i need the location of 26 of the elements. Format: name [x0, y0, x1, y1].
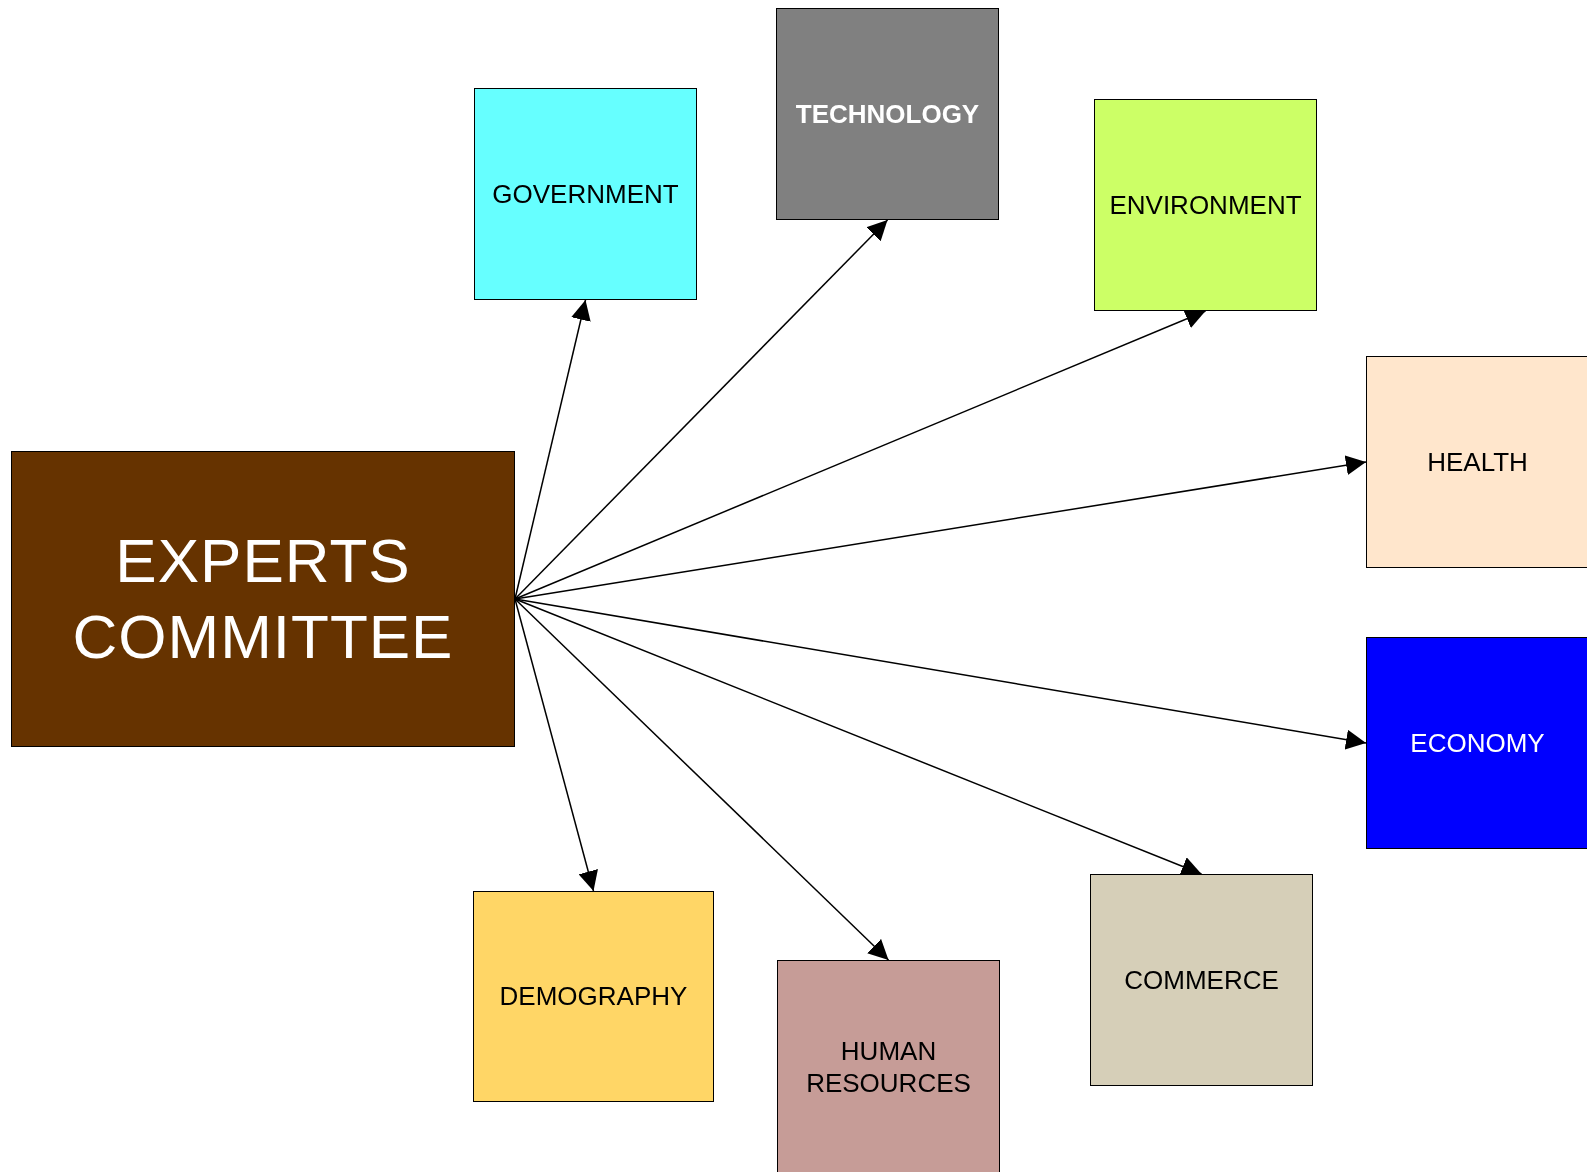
node-label: ENVIRONMENT	[1109, 188, 1302, 222]
committee-box	[11, 451, 515, 747]
node-label: ECONOMY	[1410, 726, 1545, 760]
topic-box	[473, 891, 714, 1102]
arrow	[514, 309, 1207, 600]
topic-box	[1090, 874, 1313, 1086]
node-label: GOVERNMENT	[492, 177, 679, 211]
topic-box	[474, 88, 697, 300]
topic-box	[776, 8, 999, 220]
node-label: HUMAN RESOURCES	[806, 1034, 971, 1100]
node-label: COMMERCE	[1124, 963, 1279, 997]
node-label: HEALTH	[1427, 445, 1528, 479]
node-label: DEMOGRAPHY	[499, 980, 688, 1013]
topic-box	[1366, 356, 1587, 568]
node-label: EXPERTS COMMITTEE	[71, 525, 455, 673]
arrow	[514, 598, 1203, 876]
arrow	[514, 455, 1367, 600]
arrow	[514, 299, 591, 600]
arrow	[514, 598, 1367, 750]
topic-box	[1094, 99, 1317, 311]
arrow	[514, 598, 890, 961]
topic-box	[1366, 637, 1587, 849]
arrow	[514, 598, 598, 892]
topic-box	[777, 960, 1000, 1172]
arrow	[514, 219, 889, 600]
node-label: TECHNOLOGY	[795, 97, 980, 131]
